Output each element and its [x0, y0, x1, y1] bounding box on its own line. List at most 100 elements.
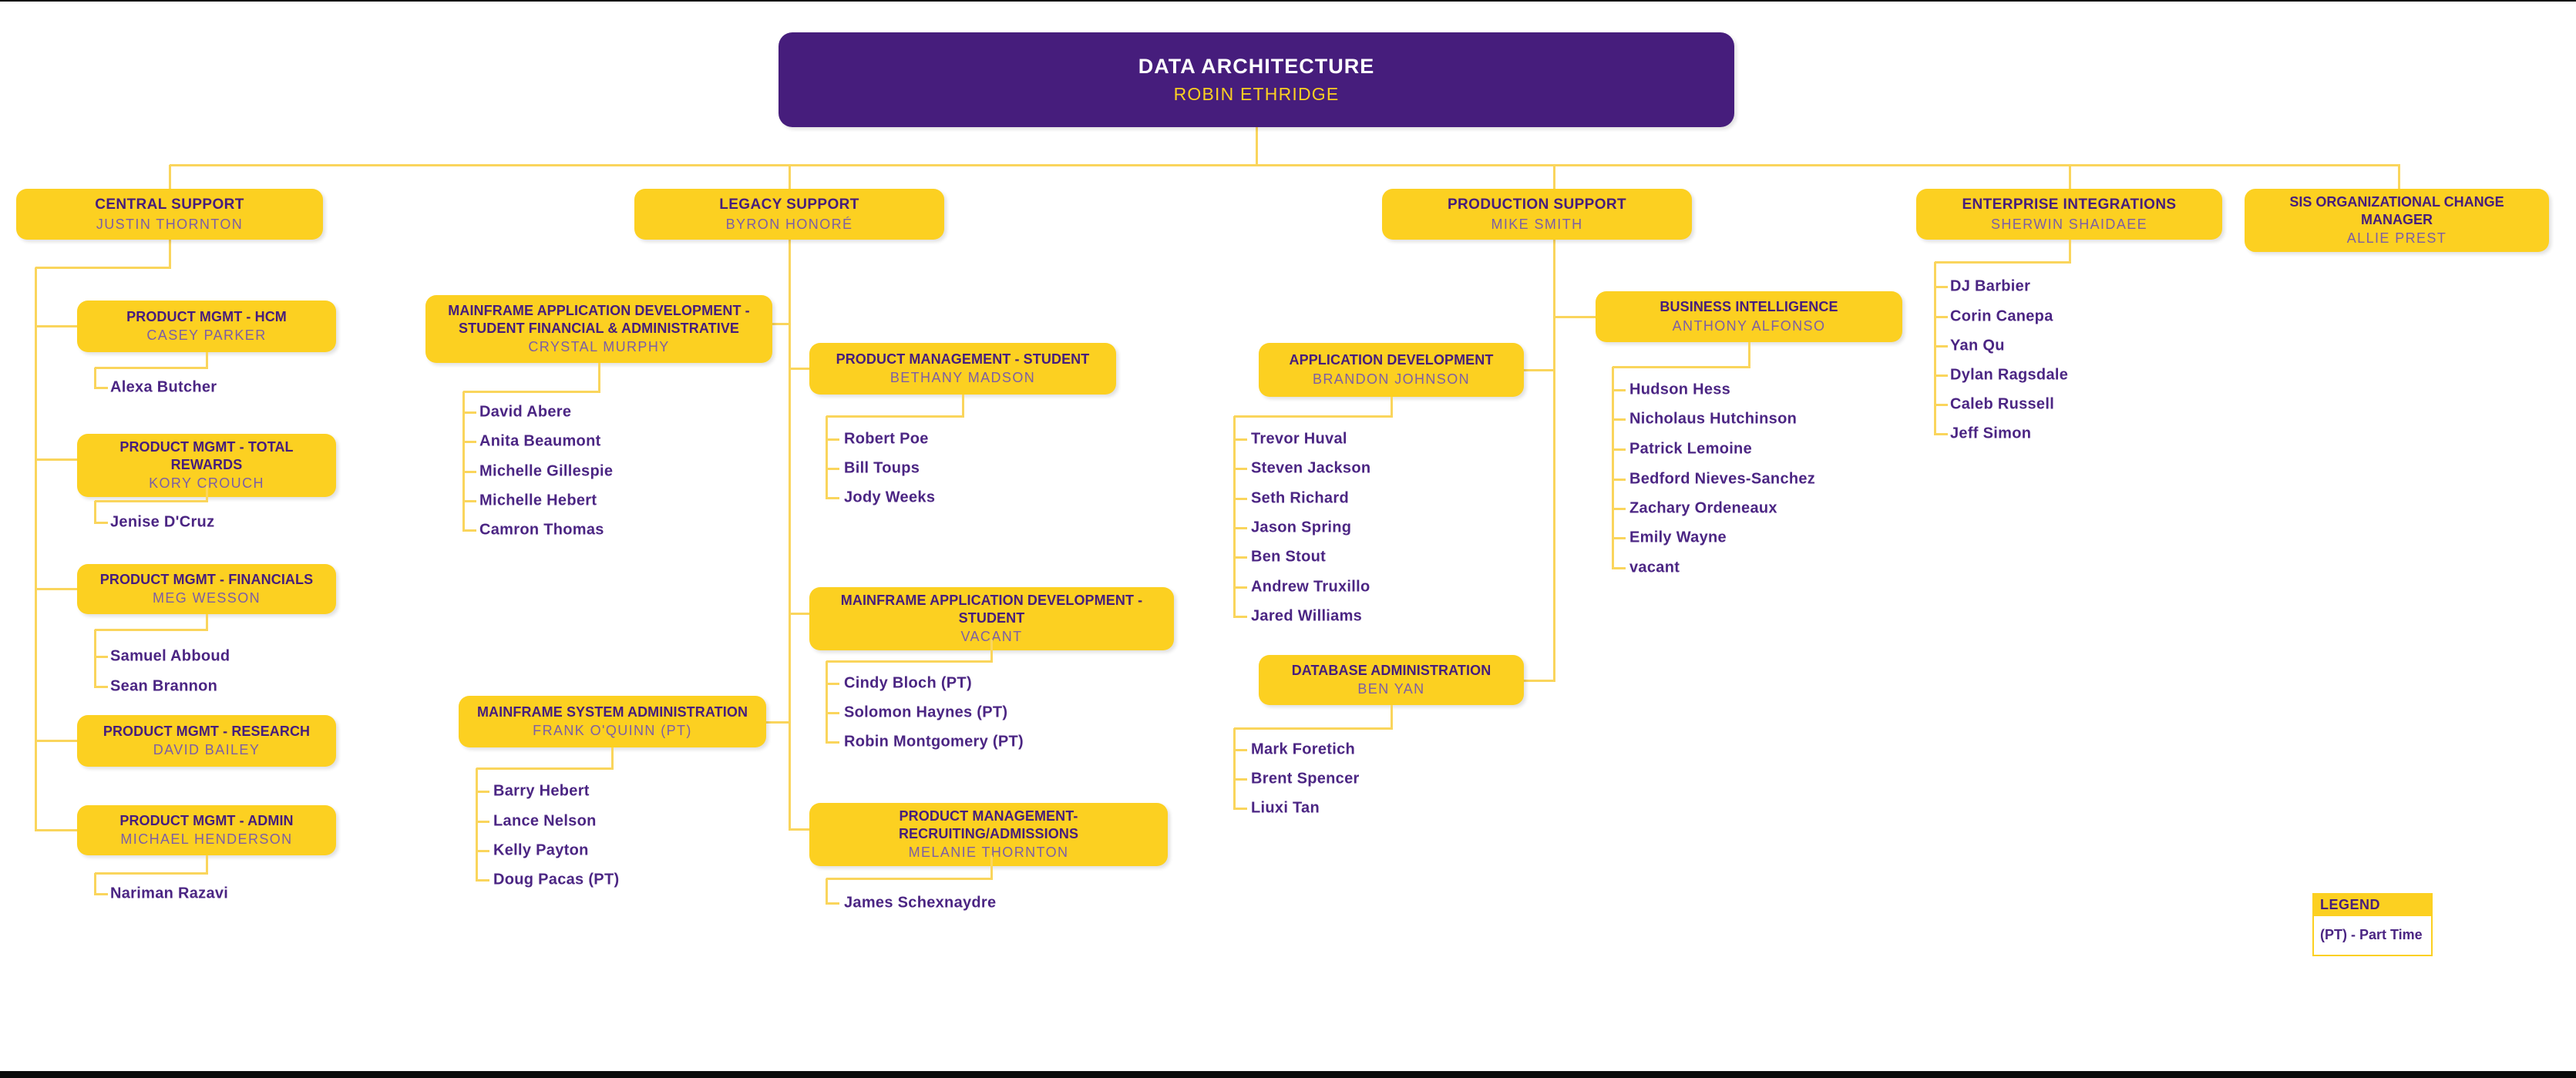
box-title: MAINFRAME APPLICATION DEVELOPMENT - STUD… — [448, 303, 750, 336]
staff-name: Solomon Haynes (PT) — [844, 704, 1008, 721]
staff-name: Emily Wayne — [1629, 529, 1727, 546]
box-title: PRODUCT MGMT - FINANCIALS — [99, 571, 314, 587]
connector-line — [476, 790, 489, 793]
connector-line — [168, 165, 171, 190]
staff-name: Corin Canepa — [1950, 307, 2053, 325]
staff-name: Bill Toups — [844, 459, 920, 477]
box-person-name: BYRON HONORÉ — [725, 216, 853, 232]
org-box-l1: MAINFRAME APPLICATION DEVELOPMENT - STUD… — [425, 295, 772, 363]
connector-line — [826, 438, 839, 441]
connector-line — [1234, 438, 1247, 441]
box-title: DATA ARCHITECTURE — [1138, 55, 1375, 79]
box-person-name: SHERWIN SHAIDAEE — [1990, 216, 2148, 232]
connector-line — [93, 368, 96, 389]
staff-name: Doug Pacas (PT) — [493, 871, 620, 888]
staff-name: vacant — [1629, 559, 1680, 576]
staff-name: Jeff Simon — [1950, 425, 2032, 442]
connector-line — [1234, 467, 1247, 470]
staff-name: Jody Weeks — [844, 489, 936, 506]
box-title: CENTRAL SUPPORT — [95, 196, 244, 213]
staff-name: DJ Barbier — [1950, 277, 2031, 295]
connector-line — [1552, 165, 1555, 190]
connector-line — [789, 367, 811, 370]
connector-line — [825, 661, 828, 744]
staff-name: Robin Montgomery (PT) — [844, 733, 1024, 751]
connector-line — [1390, 397, 1393, 418]
connector-line — [463, 529, 476, 532]
box-title: ENTERPRISE INTEGRATIONS — [1962, 196, 2177, 213]
staff-name: Seth Richard — [1251, 489, 1349, 507]
connector-line — [1935, 285, 1948, 288]
connector-line — [1613, 418, 1626, 421]
connector-line — [990, 855, 993, 880]
connector-line — [789, 612, 811, 615]
connector-line — [1613, 388, 1626, 391]
connector-line — [1234, 615, 1247, 618]
connector-line — [1234, 586, 1247, 589]
connector-line — [93, 873, 96, 895]
connector-line — [35, 739, 79, 742]
staff-name: Alexa Butcher — [110, 378, 217, 396]
connector-line — [1233, 416, 1236, 618]
connector-line — [1234, 526, 1247, 529]
connector-line — [34, 267, 37, 831]
connector-line — [1935, 315, 1948, 318]
connector-line — [95, 366, 208, 369]
connector-line — [35, 587, 79, 590]
staff-name: Brent Spencer — [1251, 770, 1360, 788]
box-title: MAINFRAME SYSTEM ADMINISTRATION — [476, 704, 748, 720]
box-person-name: BETHANY MADSON — [889, 370, 1036, 386]
connector-line — [1255, 127, 1258, 166]
staff-name: Zachary Ordeneaux — [1629, 499, 1777, 517]
connector-line — [205, 485, 208, 502]
connector-line — [826, 877, 993, 880]
connector-line — [475, 768, 478, 882]
connector-line — [476, 849, 489, 852]
legend-entry: (PT) - Part Time — [2312, 916, 2433, 956]
connector-line — [463, 390, 600, 393]
staff-name: Barry Hebert — [493, 782, 590, 800]
connector-line — [170, 163, 2400, 166]
connector-line — [1552, 240, 1555, 682]
box-person-name: CASEY PARKER — [146, 327, 267, 344]
connector-line — [1935, 432, 1948, 435]
box-person-name: ALLIE PREST — [2346, 230, 2447, 246]
connector-line — [95, 871, 208, 875]
box-person-name: VACANT — [960, 629, 1023, 644]
connector-line — [788, 165, 791, 190]
connector-line — [476, 820, 489, 823]
legend: LEGEND (PT) - Part Time — [2312, 893, 2433, 956]
connector-line — [1613, 478, 1626, 481]
connector-line — [463, 499, 476, 502]
staff-name: Ben Stout — [1251, 548, 1327, 566]
box-title: PRODUCT MANAGEMENT - STUDENT — [836, 351, 1090, 367]
box-title: DATABASE ADMINISTRATION — [1291, 662, 1491, 678]
connector-line — [2397, 165, 2400, 190]
staff-name: Kelly Payton — [493, 841, 589, 859]
staff-name: Camron Thomas — [479, 521, 604, 539]
bottom-border — [0, 1071, 2576, 1078]
connector-line — [95, 892, 108, 895]
box-person-name: ANTHONY ALFONSO — [1672, 317, 1826, 334]
connector-line — [1234, 415, 1393, 418]
box-person-name: BRANDON JOHNSON — [1312, 371, 1470, 387]
connector-line — [93, 501, 96, 524]
connector-line — [1933, 262, 1936, 435]
box-title: PRODUCTION SUPPORT — [1447, 196, 1627, 213]
connector-line — [1613, 507, 1626, 510]
staff-name: Liuxi Tan — [1251, 799, 1320, 817]
box-person-name: MEG WESSON — [152, 590, 261, 606]
box-person-name: MICHAEL HENDERSON — [120, 831, 293, 848]
connector-line — [95, 386, 108, 389]
staff-name: Mark Foretich — [1251, 740, 1356, 758]
staff-name: Steven Jackson — [1251, 459, 1371, 477]
staff-name: Nariman Razavi — [110, 885, 229, 902]
staff-name: Bedford Nieves-Sanchez — [1629, 470, 1816, 488]
box-title: BUSINESS INTELLIGENCE — [1660, 299, 1838, 315]
